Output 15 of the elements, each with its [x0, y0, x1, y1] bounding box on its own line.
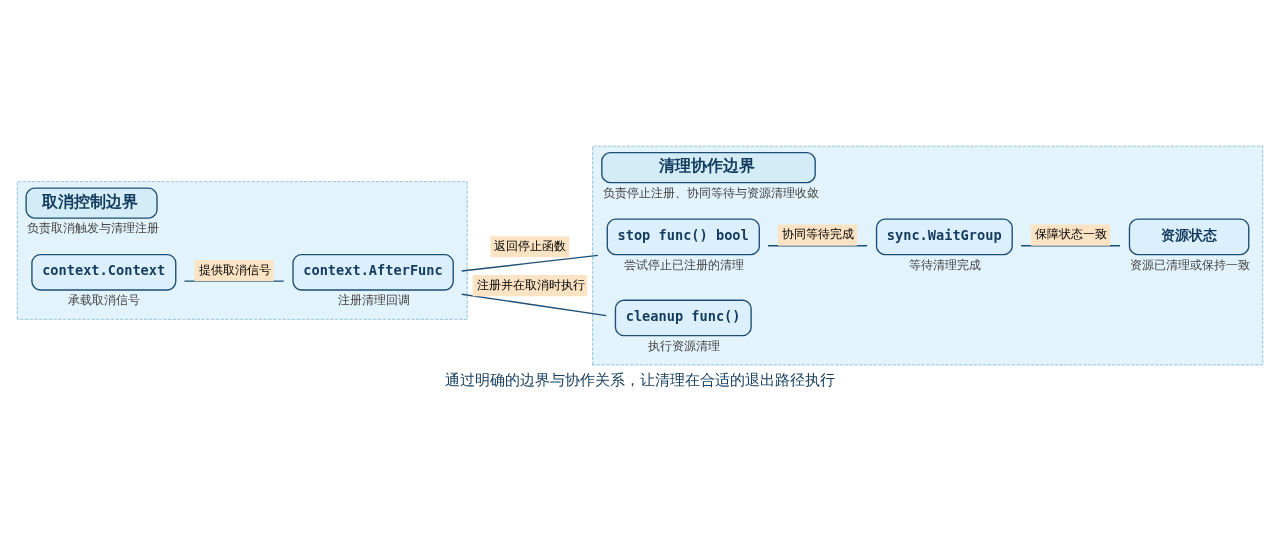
- node-label: 注册清理回调: [337, 293, 410, 308]
- edge-label: 返回停止函数: [494, 238, 567, 253]
- connector: [461, 293, 607, 317]
- edge-label: 保障状态一致: [1035, 227, 1108, 242]
- node-label: 承载取消信号: [68, 293, 141, 308]
- node-label: 资源已清理或保持一致: [1130, 257, 1251, 272]
- node-label: 尝试停止已注册的清理: [624, 257, 745, 272]
- edge-label: 协同等待完成: [782, 227, 855, 242]
- edge-label: 注册并在取消时执行: [476, 277, 585, 292]
- connector: [461, 254, 599, 272]
- node-label: 执行资源清理: [647, 338, 720, 353]
- connector: [183, 280, 285, 282]
- caption: 通过明确的边界与协作关系，让清理在合适的退出路径执行: [445, 371, 835, 390]
- node-label: 等待清理完成: [908, 257, 981, 272]
- edge-label: 提供取消信号: [198, 262, 271, 277]
